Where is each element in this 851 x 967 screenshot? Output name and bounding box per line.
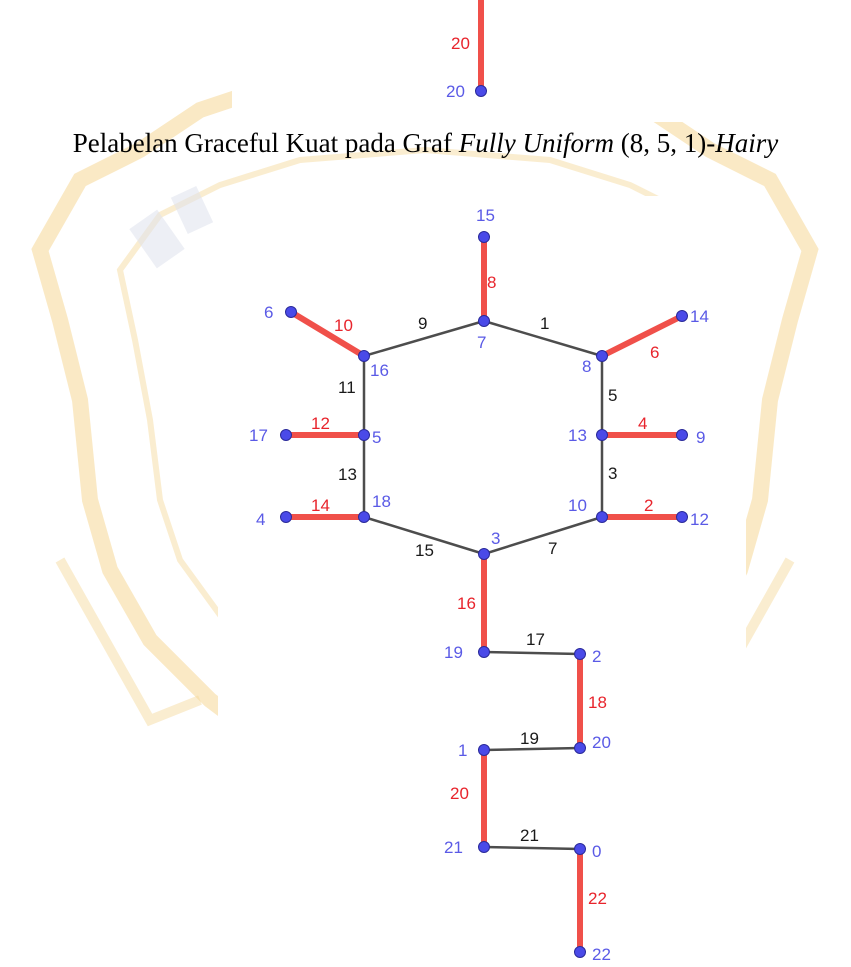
edge-label: 10 bbox=[334, 316, 353, 335]
edge-label: 20 bbox=[450, 784, 469, 803]
vertex-label: 0 bbox=[592, 842, 601, 861]
edge-v8-v14 bbox=[599, 313, 685, 359]
edge-label: 6 bbox=[650, 343, 659, 362]
vertex-label: 18 bbox=[372, 492, 391, 511]
vertex bbox=[478, 646, 490, 658]
caption-text: Pelabelan Graceful Kuat pada Graf bbox=[72, 128, 459, 158]
edge-label: 2 bbox=[644, 496, 653, 515]
vertex-label: 13 bbox=[568, 426, 587, 445]
vertex bbox=[358, 350, 370, 362]
vertex bbox=[280, 429, 292, 441]
graph-fragment-panel: 20 20 bbox=[232, 0, 732, 122]
vertex bbox=[285, 306, 297, 318]
edge-v16-v6 bbox=[288, 309, 367, 359]
caption-italic-hairy: Hairy bbox=[715, 128, 779, 158]
edge-v18-v3 bbox=[362, 515, 486, 556]
edge-label: 3 bbox=[608, 464, 617, 483]
vertex-label: 7 bbox=[477, 333, 486, 352]
edge-label: 19 bbox=[520, 729, 539, 748]
edge-v20-v1 bbox=[482, 746, 582, 752]
graph-fragment: 20 20 bbox=[446, 0, 487, 101]
vertex-label: 4 bbox=[256, 510, 265, 529]
edge-v16-v7 bbox=[362, 319, 486, 358]
caption-italic-graph: Fully Uniform bbox=[458, 128, 615, 158]
edge-label: 15 bbox=[415, 541, 434, 560]
edge-label: 7 bbox=[548, 539, 557, 558]
edge-label: 13 bbox=[338, 465, 357, 484]
edge-label: 8 bbox=[487, 273, 496, 292]
vertex bbox=[574, 742, 586, 754]
vertex bbox=[478, 231, 490, 243]
edge-label: 4 bbox=[638, 414, 647, 433]
edge-label: 16 bbox=[457, 594, 476, 613]
edge-v3-v10 bbox=[482, 515, 604, 556]
figure-caption: Pelabelan Graceful Kuat pada Graf Fully … bbox=[0, 128, 851, 159]
vertex-label: 14 bbox=[690, 307, 709, 326]
vertex bbox=[478, 548, 490, 560]
fragment-edge-label: 20 bbox=[451, 34, 470, 53]
edge-v21-v0 bbox=[482, 845, 582, 851]
vertex-label: 2 bbox=[592, 647, 601, 666]
edge-label: 9 bbox=[418, 314, 427, 333]
edge-v7-v8 bbox=[482, 319, 604, 358]
vertex bbox=[358, 511, 370, 523]
edge-label: 5 bbox=[608, 386, 617, 405]
edge-label: 18 bbox=[588, 693, 607, 712]
vertex bbox=[478, 315, 490, 327]
edge-label: 1 bbox=[540, 314, 549, 333]
vertex-label: 22 bbox=[592, 945, 611, 962]
vertex bbox=[596, 511, 608, 523]
vertex-label: 3 bbox=[491, 529, 500, 548]
vertex-label: 21 bbox=[444, 838, 463, 857]
edge-v19-v2 bbox=[482, 650, 582, 656]
vertex bbox=[676, 511, 688, 523]
fragment-vertex bbox=[475, 85, 487, 97]
vertex bbox=[676, 310, 688, 322]
vertex-label: 10 bbox=[568, 496, 587, 515]
vertex bbox=[478, 744, 490, 756]
vertex bbox=[478, 841, 490, 853]
vertex bbox=[596, 350, 608, 362]
vertex bbox=[574, 946, 586, 958]
vertex-label: 8 bbox=[582, 357, 591, 376]
edge-label: 11 bbox=[338, 378, 356, 397]
vertex-label: 15 bbox=[476, 206, 495, 225]
vertex-label: 20 bbox=[592, 733, 611, 752]
edge-label: 12 bbox=[311, 414, 330, 433]
vertex bbox=[280, 511, 292, 523]
fragment-vertex-label: 20 bbox=[446, 82, 465, 101]
vertex-label: 1 bbox=[458, 741, 467, 760]
vertex-label: 9 bbox=[696, 428, 705, 447]
vertex bbox=[574, 843, 586, 855]
vertex-label: 19 bbox=[444, 643, 463, 662]
edge-label: 17 bbox=[526, 630, 545, 649]
vertex bbox=[358, 429, 370, 441]
caption-params: (8, 5, 1)- bbox=[614, 128, 716, 158]
edge-label: 21 bbox=[520, 826, 539, 845]
edge-label: 22 bbox=[588, 889, 607, 908]
vertex-label: 17 bbox=[249, 426, 268, 445]
vertex-label: 5 bbox=[372, 428, 381, 447]
vertex-label: 6 bbox=[264, 303, 273, 322]
vertex-label: 16 bbox=[370, 361, 389, 380]
vertex bbox=[596, 429, 608, 441]
vertex-label: 12 bbox=[690, 510, 709, 529]
edge-label: 14 bbox=[311, 496, 330, 515]
vertex bbox=[676, 429, 688, 441]
vertex bbox=[574, 648, 586, 660]
